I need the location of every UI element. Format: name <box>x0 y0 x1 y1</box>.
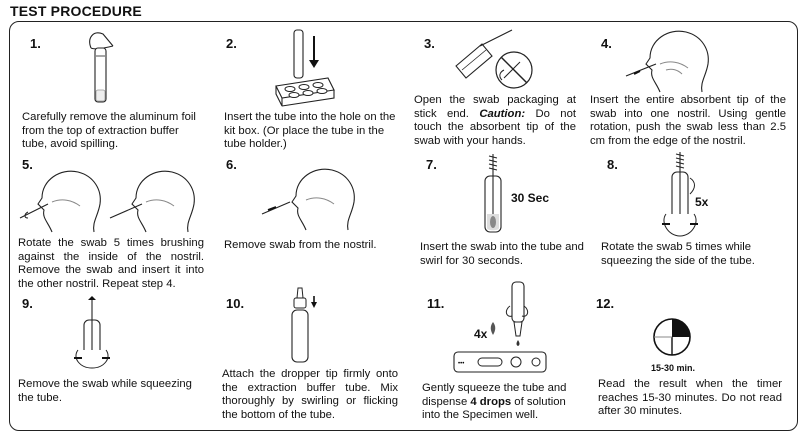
dropper-tip-illustration <box>286 286 317 366</box>
step-8-count-label: 5x <box>695 195 709 209</box>
timer-elapsed-sector <box>672 319 690 337</box>
swab-squeeze-tube-illustration <box>660 152 700 238</box>
step-7-number: 7. <box>426 157 437 172</box>
step-1-number: 1. <box>30 36 41 51</box>
step-3-text: Open the swab packaging at stick end. Ca… <box>414 94 576 147</box>
drop-icon <box>490 322 496 335</box>
step-2-text: Insert the tube into the hole on the kit… <box>224 111 396 151</box>
timer-clock-icon <box>652 317 692 357</box>
svg-text:•••: ••• <box>458 361 464 367</box>
step-12-number: 12. <box>596 296 615 311</box>
swab-rotate-both-nostrils-illustration <box>18 160 208 234</box>
step-5-text: Rotate the swab 5 times brushing against… <box>18 237 204 290</box>
tube-in-box-illustration <box>268 28 338 108</box>
step-4-text: Insert the entire absorbent tip of the s… <box>590 94 786 147</box>
step-11-number: 11. <box>427 296 445 311</box>
step-11-drop-count-label: 4x <box>474 327 488 341</box>
step-9-text: Remove the swab while squeezing the tube… <box>18 378 192 404</box>
step-8-text: Rotate the swab 5 times while squeezing … <box>601 241 755 267</box>
step-1-text: Carefully remove the aluminum foil from … <box>22 111 196 151</box>
swab-in-nostril-illustration <box>620 24 712 94</box>
step-12-time-label: 15-30 min. <box>651 363 696 373</box>
step-10-number: 10. <box>226 296 245 311</box>
step-4-number: 4. <box>601 36 612 51</box>
dispense-drops-illustration: ••• <box>450 280 550 372</box>
step-10-text: Attach the dropper tip firmly onto the e… <box>222 368 398 421</box>
step-7-duration-label: 30 Sec <box>511 191 550 205</box>
step-11-text: Gently squeeze the tube and dispense 4 d… <box>422 382 567 422</box>
step-5-number: 5. <box>22 157 33 172</box>
step-12-text: Read the result when the timer reaches 1… <box>598 378 782 418</box>
swab-removal-tube-illustration <box>72 296 112 370</box>
step-3-number: 3. <box>424 36 435 51</box>
step-6-number: 6. <box>226 157 237 172</box>
step-8-number: 8. <box>607 157 618 172</box>
procedure-panel <box>9 21 798 431</box>
swab-packaging-illustration <box>452 26 532 92</box>
foil-removal-illustration <box>85 24 125 110</box>
step-6-text: Remove swab from the nostril. <box>224 239 377 251</box>
step-9-number: 9. <box>22 296 33 311</box>
page-title: TEST PROCEDURE <box>10 3 142 19</box>
step-2-number: 2. <box>226 36 237 51</box>
swab-removal-illustration <box>258 162 368 232</box>
step-7-text: Insert the swab into the tube and swirl … <box>420 241 584 267</box>
swab-in-tube-illustration <box>478 154 508 236</box>
